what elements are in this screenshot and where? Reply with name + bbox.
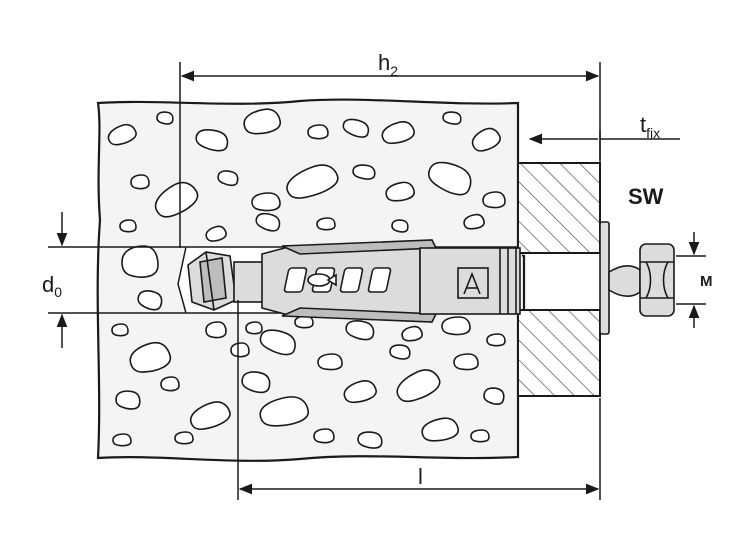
washer	[599, 221, 610, 335]
aggregate-stone	[107, 123, 137, 146]
aggregate-stone	[391, 219, 409, 233]
aggregate-stone	[205, 321, 227, 339]
aggregate-stone	[442, 111, 462, 125]
aggregate-stone	[112, 433, 132, 447]
label-sw: SW	[628, 184, 664, 209]
label-h2: h2	[378, 50, 398, 79]
approval-mark	[457, 267, 489, 299]
aggregate-stone	[396, 369, 441, 403]
aggregate-stone	[130, 174, 150, 190]
concrete-aggregate	[107, 108, 506, 449]
hex-head	[639, 243, 675, 317]
label-m: M	[700, 273, 713, 290]
label-d0: d0	[42, 272, 62, 300]
aggregate-stone	[121, 245, 159, 278]
aggregate-stone	[217, 170, 239, 187]
aggregate-stone	[345, 320, 375, 341]
aggregate-stone	[111, 323, 129, 337]
aggregate-stone	[286, 164, 339, 199]
aggregate-stone	[357, 431, 383, 449]
aggregate-stone	[119, 219, 137, 233]
aggregate-stone	[160, 376, 180, 392]
fixture-plate	[517, 162, 601, 397]
aggregate-stone	[486, 333, 506, 347]
aggregate-stone	[129, 341, 172, 373]
aggregate-stone	[259, 396, 309, 427]
aggregate-stone	[427, 161, 472, 196]
aggregate-stone	[483, 387, 505, 405]
expansion-anchor	[187, 221, 675, 335]
aggregate-stone	[401, 325, 423, 342]
aggregate-stone	[316, 217, 336, 231]
bolt-neck	[608, 264, 641, 298]
aggregate-stone	[195, 128, 229, 152]
aggregate-stone	[463, 213, 485, 230]
aggregate-stone	[255, 212, 281, 232]
anchor-sleeve	[261, 239, 521, 323]
aggregate-stone	[205, 225, 227, 242]
aggregate-stone	[482, 191, 506, 209]
aggregate-stone	[317, 353, 343, 371]
aggregate-stone	[241, 371, 271, 394]
aggregate-stone	[259, 329, 296, 356]
aggregate-stone	[251, 192, 281, 212]
aggregate-stone	[342, 118, 370, 138]
aggregate-stone	[115, 390, 141, 410]
aggregate-stone	[174, 431, 194, 445]
fish-logo	[307, 273, 337, 287]
aggregate-stone	[343, 380, 377, 404]
aggregate-stone	[441, 316, 471, 336]
expansion-cone	[187, 251, 237, 311]
aggregate-stone	[389, 344, 411, 360]
aggregate-stone	[421, 417, 459, 442]
label-l: l	[418, 464, 423, 489]
aggregate-stone	[243, 108, 281, 135]
aggregate-stone	[245, 321, 263, 335]
aggregate-stone	[470, 429, 490, 443]
aggregate-stone	[137, 290, 163, 311]
aggregate-stone	[453, 353, 479, 371]
aggregate-stone	[307, 124, 329, 140]
aggregate-stone	[156, 111, 174, 125]
aggregate-stone	[230, 342, 250, 358]
aggregate-stone	[189, 401, 231, 431]
aggregate-stone	[313, 428, 335, 444]
aggregate-stone	[154, 181, 199, 218]
dimension-lines	[48, 62, 706, 500]
label-tfix: tfix	[640, 112, 660, 141]
aggregate-stone	[385, 181, 415, 202]
aggregate-stone	[352, 164, 376, 180]
aggregate-stone	[381, 121, 415, 145]
aggregate-stone	[471, 127, 501, 152]
